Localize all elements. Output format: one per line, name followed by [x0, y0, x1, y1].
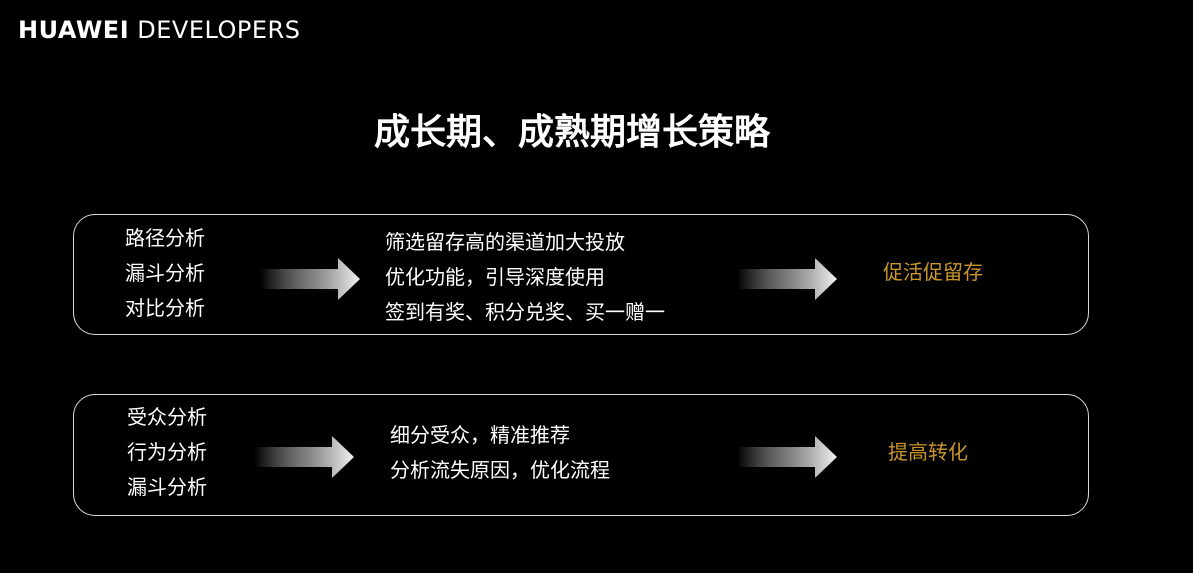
huawei-developers-logo: HUAWEI DEVELOPERS — [18, 16, 300, 44]
analysis-methods-list-2: 受众分析 行为分析 漏斗分析 — [127, 400, 207, 505]
method-item: 对比分析 — [125, 296, 205, 320]
gradient-arrow-icon — [260, 258, 360, 300]
actions-list-2: 细分受众，精准推荐 分析流失原因，优化流程 — [390, 418, 610, 488]
action-item: 细分受众，精准推荐 — [390, 423, 570, 447]
page-title: 成长期、成熟期增长策略 — [373, 111, 770, 153]
strategy-panel-2 — [73, 394, 1089, 516]
analysis-methods-list-1: 路径分析 漏斗分析 对比分析 — [125, 221, 205, 326]
action-item: 签到有奖、积分兑奖、买一赠一 — [385, 300, 665, 324]
logo-brand: HUAWEI — [18, 16, 130, 44]
method-item: 漏斗分析 — [125, 261, 205, 285]
strategy-panel-1 — [73, 214, 1089, 335]
gradient-arrow-icon — [737, 258, 837, 300]
method-item: 漏斗分析 — [127, 475, 207, 499]
logo-subtitle: DEVELOPERS — [137, 16, 301, 44]
action-item: 分析流失原因，优化流程 — [390, 458, 610, 482]
action-item: 优化功能，引导深度使用 — [385, 265, 605, 289]
actions-list-1: 筛选留存高的渠道加大投放 优化功能，引导深度使用 签到有奖、积分兑奖、买一赠一 — [385, 225, 665, 330]
gradient-arrow-icon — [254, 436, 354, 478]
gradient-arrow-icon — [737, 436, 837, 478]
method-item: 行为分析 — [127, 440, 207, 464]
result-label-1: 促活促留存 — [883, 260, 983, 284]
action-item: 筛选留存高的渠道加大投放 — [385, 230, 625, 254]
method-item: 路径分析 — [125, 226, 205, 250]
result-label-2: 提高转化 — [888, 440, 968, 464]
method-item: 受众分析 — [127, 405, 207, 429]
